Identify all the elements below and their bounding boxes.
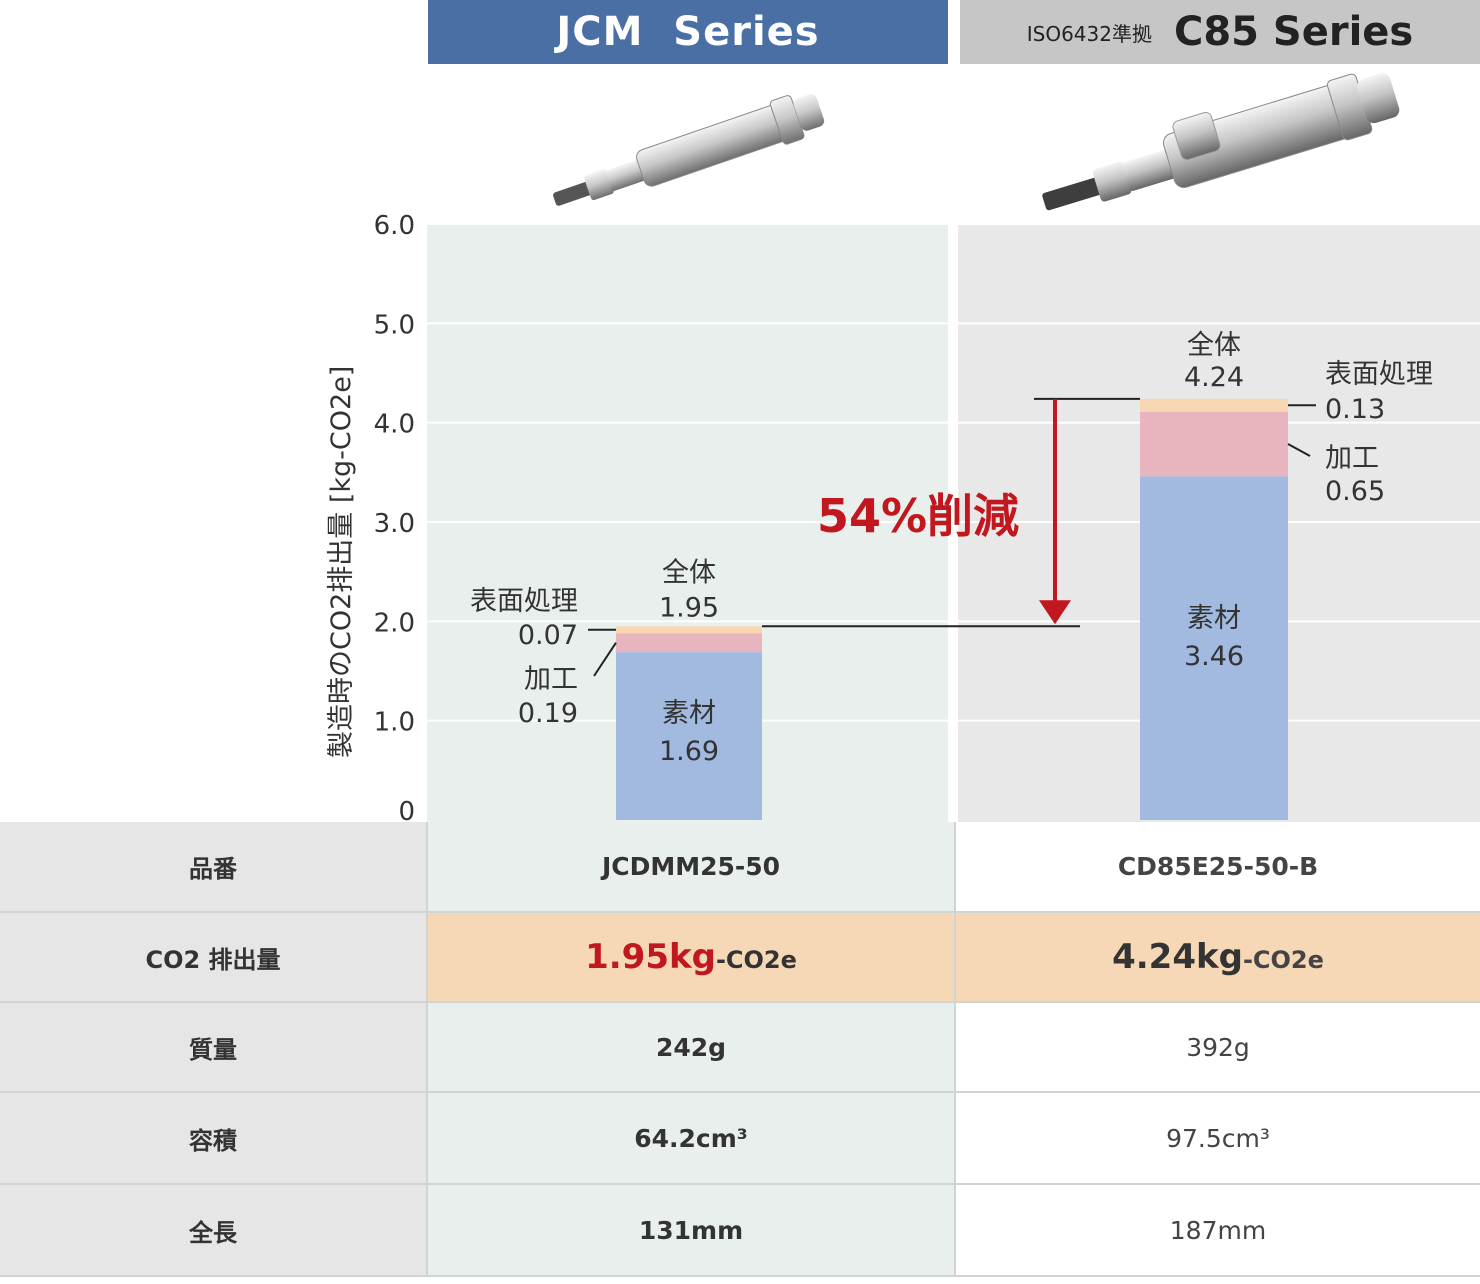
reduction-label: 54%削減 <box>817 489 1019 543</box>
jcm-processing-leader <box>593 642 617 677</box>
row-label-length: 全長 <box>0 1184 427 1277</box>
y-tick-label: 6.0 <box>374 211 415 241</box>
y-tick-label: 5.0 <box>374 310 415 340</box>
jcm-part-number: JCDMM25-50 <box>426 822 955 913</box>
c85-processing-label: 加工 <box>1325 443 1379 474</box>
jcm-total-label: 全体 <box>662 557 716 588</box>
row-label-part-number: 品番 <box>0 822 427 913</box>
y-tick-label: 0 <box>398 797 415 822</box>
row-label-co2: CO2 排出量 <box>0 912 427 1003</box>
c85-surface-value: 0.13 <box>1325 394 1385 425</box>
c85-co2-value: 4.24kg-CO2e <box>954 912 1480 1003</box>
table-row: CO2 排出量 1.95kg-CO2e 4.24kg-CO2e <box>0 912 1480 1003</box>
c85-standard-label: ISO6432準拠 <box>1026 21 1152 46</box>
y-tick-label: 1.0 <box>374 708 415 738</box>
jcm-total-value: 1.95 <box>659 592 719 623</box>
y-tick-label: 4.0 <box>374 410 415 440</box>
c85-series-title: C85 Series <box>1173 9 1414 55</box>
table-row: 容積 64.2cm³ 97.5cm³ <box>0 1092 1480 1185</box>
row-label-volume: 容積 <box>0 1092 427 1185</box>
c85-bar-processing <box>1140 411 1288 477</box>
jcm-length: 131mm <box>426 1184 955 1277</box>
spec-table: 品番 JCDMM25-50 CD85E25-50-B CO2 排出量 1.95k… <box>0 822 1480 1277</box>
c85-mass: 392g <box>954 1002 1480 1093</box>
c85-material-label: 素材 <box>1187 603 1241 634</box>
jcm-processing-label: 加工 <box>524 664 578 695</box>
table-row: 品番 JCDMM25-50 CD85E25-50-B <box>0 822 1480 913</box>
jcm-material-label: 素材 <box>662 698 716 729</box>
jcm-co2-amount: 1.95kg <box>585 937 716 977</box>
c85-processing-value: 0.65 <box>1325 476 1385 507</box>
row-label-mass: 質量 <box>0 1002 427 1093</box>
table-row: 質量 242g 392g <box>0 1002 1480 1093</box>
table-row: 全長 131mm 187mm <box>0 1184 1480 1277</box>
c85-cylinder-image <box>1042 73 1400 211</box>
c85-material-value: 3.46 <box>1184 641 1244 672</box>
jcm-material-value: 1.69 <box>659 736 719 767</box>
c85-length: 187mm <box>954 1184 1480 1277</box>
jcm-series-header: JCM Series <box>428 0 948 64</box>
c85-volume: 97.5cm³ <box>954 1092 1480 1185</box>
c85-bar-surface <box>1140 398 1288 412</box>
c85-co2-unit: -CO2e <box>1242 946 1324 974</box>
c85-surface-label: 表面処理 <box>1325 359 1433 390</box>
jcm-co2-unit: -CO2e <box>715 946 797 974</box>
jcm-bar-surface <box>616 626 762 634</box>
co2-stacked-bar-chart: 01.02.03.04.05.06.0 全体1.95素材1.69表面処理0.07… <box>326 211 1480 822</box>
jcm-series-title: JCM Series <box>556 9 820 55</box>
y-axis-label: 製造時のCO2排出量 [kg-CO2e] <box>326 366 357 758</box>
jcm-bar-material <box>616 652 762 820</box>
c85-processing-leader <box>1287 443 1311 457</box>
jcm-bar-processing <box>616 633 762 653</box>
jcm-surface-label: 表面処理 <box>470 586 578 617</box>
c85-bar-material <box>1140 476 1288 820</box>
jcm-cylinder-image <box>553 94 825 206</box>
y-tick-label: 3.0 <box>374 509 415 539</box>
c85-co2-amount: 4.24kg <box>1112 937 1243 977</box>
c85-total-label: 全体 <box>1187 330 1241 361</box>
jcm-processing-value: 0.19 <box>518 698 578 729</box>
c85-series-header: ISO6432準拠 C85 Series <box>960 0 1480 64</box>
jcm-mass: 242g <box>426 1002 955 1093</box>
c85-total-value: 4.24 <box>1184 362 1244 393</box>
c85-part-number: CD85E25-50-B <box>954 822 1480 913</box>
reduction-arrow-head <box>1039 600 1071 625</box>
jcm-co2-value: 1.95kg-CO2e <box>426 912 955 1003</box>
y-tick-label: 2.0 <box>374 608 415 638</box>
jcm-volume: 64.2cm³ <box>426 1092 955 1185</box>
jcm-surface-value: 0.07 <box>518 620 578 651</box>
